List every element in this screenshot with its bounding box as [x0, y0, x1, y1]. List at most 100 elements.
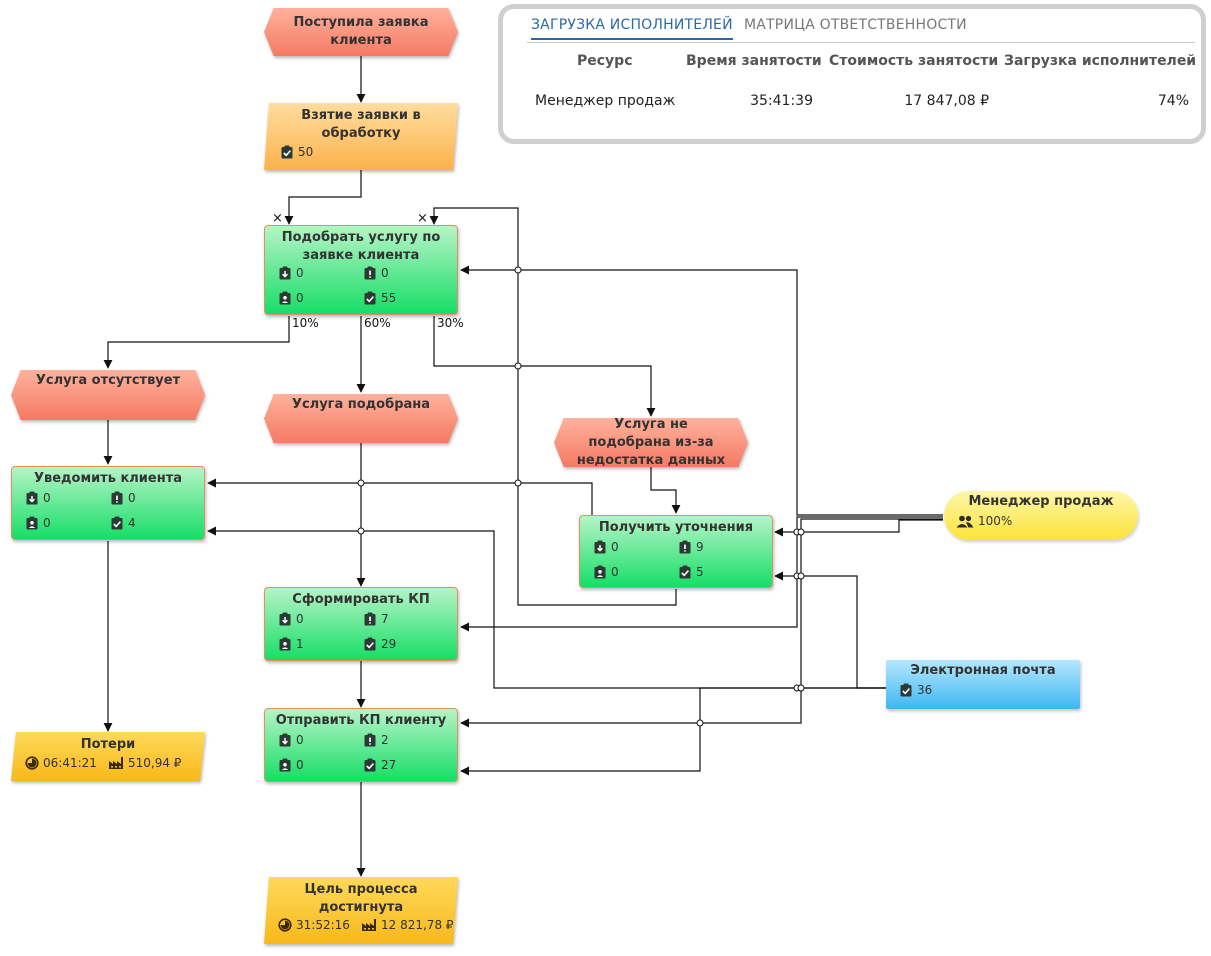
document-title: Электронная почта	[910, 663, 1056, 678]
clipboard-check-icon	[679, 565, 691, 579]
stat-time: 06:41:21	[25, 756, 97, 770]
task-title: Подобрать услугу по заявке клиента	[281, 230, 441, 263]
stat-done: 4	[110, 516, 136, 530]
task-get-clarifications[interactable]: Получить уточнения 0 9 0 5	[579, 515, 773, 588]
stat-alert-value: 7	[381, 612, 389, 626]
stat-alert: 9	[678, 540, 704, 554]
column-header-busy-time: Время занятости	[686, 53, 822, 69]
stat-done-value: 4	[128, 516, 136, 530]
task-take-request[interactable]: Взятие заявки в обработку 50	[264, 103, 458, 170]
task-title: Взятие заявки в обработку	[301, 108, 421, 141]
stat-user: 1	[278, 637, 304, 651]
link-email-notify	[207, 526, 886, 689]
stat-cost: 12 821,78 ₽	[361, 918, 454, 932]
link-manager-form	[460, 516, 943, 632]
clipboard-user-icon	[26, 516, 38, 530]
event-title: Услуга не подобрана из-за недостатка дан…	[576, 416, 726, 468]
flow-select-nodata	[433, 316, 656, 417]
stat-done-value: 27	[381, 758, 397, 772]
task-notify-client[interactable]: Уведомить клиента 0 0 0 4	[11, 466, 205, 540]
stat-user-value: 0	[296, 291, 304, 305]
stat-done: 5	[678, 565, 704, 579]
event-title: Услуга отсутствует	[35, 373, 181, 388]
stat-in: 0	[278, 266, 304, 280]
tab-responsibility-matrix[interactable]: МАТРИЦА ОТВЕТСТВЕННОСТИ	[744, 17, 967, 33]
clipboard-user-icon	[594, 565, 606, 579]
event-request-received[interactable]: Поступила заявка клиента	[264, 8, 458, 56]
stat-done: 50	[280, 145, 313, 159]
link-email-send	[460, 687, 886, 776]
tab-workload[interactable]: ЗАГРУЗКА ИСПОЛНИТЕЛЕЙ	[531, 17, 733, 40]
clipboard-check-icon	[364, 291, 376, 305]
table-cell-busy-cost: 17 847,08 ₽	[904, 93, 989, 109]
flow-take-select	[284, 170, 362, 225]
clipboard-check-icon	[281, 145, 293, 159]
stat-cost: 510,94 ₽	[108, 756, 181, 770]
branch-percent-mid: 60%	[364, 316, 391, 330]
stat-load-value: 100%	[978, 514, 1013, 528]
event-service-not-found[interactable]: Услуга не подобрана из-за недостатка дан…	[554, 416, 748, 468]
event-service-found[interactable]: Услуга подобрана	[264, 394, 458, 443]
stat-alert-value: 0	[381, 266, 389, 280]
link-manager-send	[460, 518, 943, 728]
close-icon: ×	[417, 211, 428, 226]
result-title: Потери	[80, 737, 136, 752]
stat-user: 0	[278, 758, 304, 772]
clipboard-check-icon	[111, 516, 123, 530]
stat-alert: 0	[363, 266, 389, 280]
event-title: Поступила заявка клиента	[293, 15, 429, 48]
stat-time-value: 31:52:16	[296, 918, 350, 932]
clipboard-check-icon	[364, 637, 376, 651]
branch-percent-left: 10%	[292, 316, 319, 330]
task-send-proposal[interactable]: Отправить КП клиенту 0 2 0 27	[264, 708, 458, 782]
stat-count: 36	[899, 683, 932, 697]
stat-in: 0	[25, 491, 51, 505]
column-header-resource: Ресурс	[577, 53, 633, 69]
stat-in-value: 0	[296, 612, 304, 626]
resource-title: Менеджер продаж	[968, 494, 1114, 509]
branch-percent-right: 30%	[437, 316, 464, 330]
document-email[interactable]: Электронная почта 36	[886, 660, 1080, 709]
clock-icon	[25, 756, 39, 770]
clipboard-user-icon	[279, 637, 291, 651]
column-header-workload: Загрузка исполнителей	[1004, 53, 1197, 69]
stat-cost-value: 510,94 ₽	[128, 756, 182, 770]
event-service-absent[interactable]: Услуга отсутствует	[11, 370, 205, 420]
factory-icon	[362, 919, 376, 931]
clipboard-user-icon	[279, 291, 291, 305]
flow-clarify-loop-select	[429, 207, 677, 606]
stat-in: 0	[278, 612, 304, 626]
close-icon: ×	[272, 211, 283, 226]
stat-in: 0	[278, 733, 304, 747]
task-select-service[interactable]: Подобрать услугу по заявке клиента 0 0 0…	[264, 225, 458, 315]
result-title: Цель процесса достигнута	[304, 882, 418, 915]
stat-load: 100%	[956, 514, 1012, 528]
result-losses[interactable]: Потери 06:41:21 510,94 ₽	[11, 732, 205, 781]
panel-tabs: ЗАГРУЗКА ИСПОЛНИТЕЛЕЙ МАТРИЦА ОТВЕТСТВЕН…	[527, 14, 1195, 43]
clipboard-alert-icon	[364, 733, 376, 747]
result-goal-reached[interactable]: Цель процесса достигнута 31:52:16 12 821…	[264, 877, 458, 944]
stat-done: 55	[363, 291, 396, 305]
stat-alert: 2	[363, 733, 389, 747]
stat-alert: 0	[110, 491, 136, 505]
clipboard-arrow-down-icon	[279, 612, 291, 626]
resource-sales-manager[interactable]: Менеджер продаж 100%	[944, 491, 1138, 540]
stat-user-value: 1	[296, 637, 304, 651]
stat-done-value: 50	[298, 145, 314, 159]
task-form-proposal[interactable]: Сформировать КП 0 7 1 29	[264, 587, 458, 661]
stat-user-value: 0	[296, 758, 304, 772]
stat-count-value: 36	[917, 683, 933, 697]
stat-time-value: 06:41:21	[43, 756, 97, 770]
stat-in-value: 0	[296, 733, 304, 747]
stat-done: 27	[363, 758, 396, 772]
workload-panel: ЗАГРУЗКА ИСПОЛНИТЕЛЕЙ МАТРИЦА ОТВЕТСТВЕН…	[498, 4, 1206, 144]
stat-done: 29	[363, 637, 396, 651]
stat-alert: 7	[363, 612, 389, 626]
stat-alert-value: 9	[696, 540, 704, 554]
people-icon	[956, 515, 974, 527]
flow-nodata-clarify	[650, 467, 681, 514]
stat-done-value: 5	[696, 565, 704, 579]
stat-in-value: 0	[43, 491, 51, 505]
stat-in-value: 0	[296, 266, 304, 280]
